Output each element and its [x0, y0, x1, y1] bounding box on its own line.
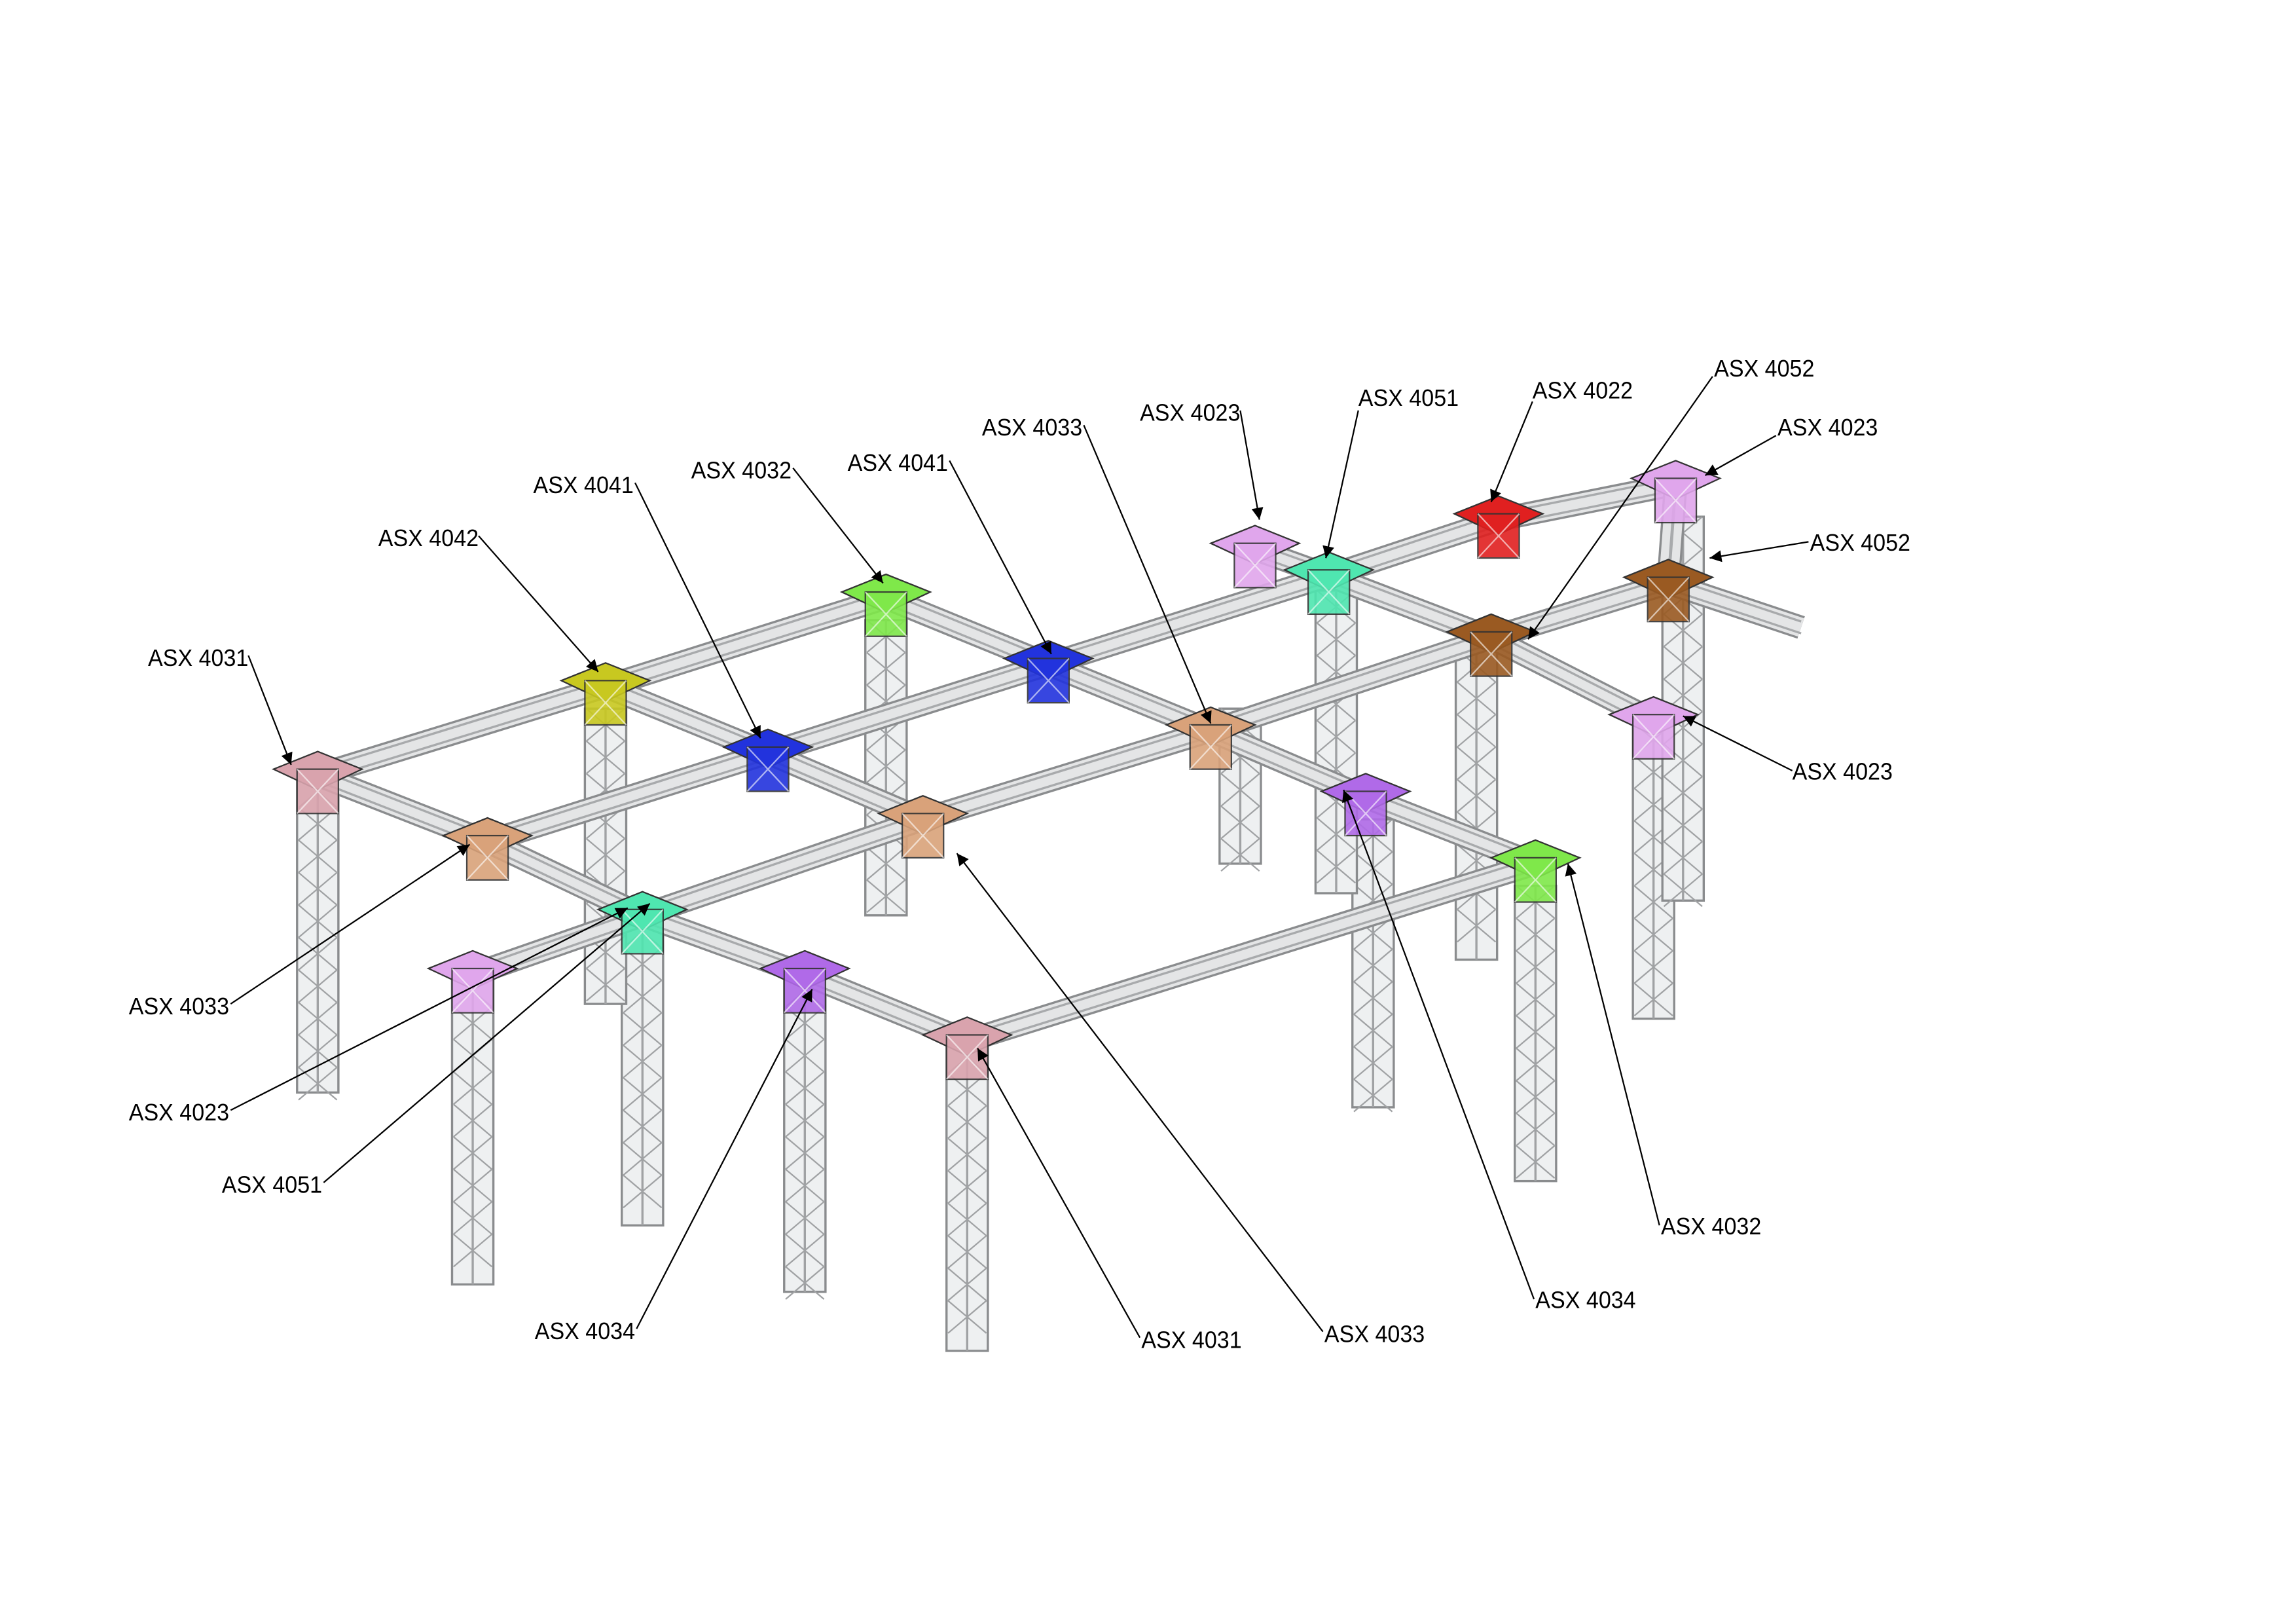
connector-asx-4041: [1002, 640, 1095, 704]
connector-asx-4033: [877, 794, 970, 859]
connector-asx-4051: [1283, 551, 1376, 616]
connector-asx-4031: [271, 750, 364, 815]
truss-leg: [296, 773, 340, 1101]
truss-beam: [314, 675, 610, 786]
leader-arrow: [1322, 410, 1359, 559]
connector-asx-4023: [1607, 695, 1700, 760]
leader-arrow: [634, 482, 761, 739]
truss-leg: [864, 619, 908, 917]
connector-asx-4032: [1489, 839, 1582, 903]
truss-beam: [764, 653, 1052, 765]
leader-arrow: [230, 843, 471, 1005]
part-label: ASX 4023: [1777, 414, 1878, 441]
truss-leg: [583, 707, 628, 1005]
connector-asx-4032: [839, 573, 932, 637]
leader-arrow: [478, 535, 599, 673]
leader-arrow: [1565, 863, 1660, 1226]
leader-arrow: [1709, 541, 1809, 563]
leader-arrow: [792, 467, 884, 584]
truss-beams: [313, 472, 1805, 1052]
part-label: ASX 4041: [848, 449, 948, 476]
part-label: ASX 4033: [1324, 1320, 1425, 1347]
connector-asx-4052: [1445, 613, 1538, 677]
truss-beam: [638, 808, 927, 927]
part-label: ASX 4051: [1358, 384, 1459, 411]
truss-beam: [1485, 627, 1659, 731]
truss-leg: [1514, 885, 1558, 1183]
leader-arrow: [230, 907, 629, 1111]
part-label: ASX 4042: [378, 525, 479, 551]
truss-connectors: [271, 460, 1722, 1080]
truss-beam: [1207, 626, 1495, 743]
part-label: ASX 4023: [1140, 399, 1240, 426]
truss-leg: [450, 973, 495, 1286]
truss-leg: [1314, 589, 1358, 895]
leader-arrow: [636, 989, 813, 1329]
part-label: ASX 4033: [982, 414, 1082, 441]
truss-beam: [1664, 572, 1805, 639]
part-label: ASX 4033: [129, 993, 229, 1020]
part-label: ASX 4052: [1714, 355, 1814, 382]
leader-arrow: [247, 655, 293, 766]
truss-leg: [783, 973, 827, 1300]
leader-arrow: [1683, 715, 1793, 771]
part-label: ASX 4051: [222, 1172, 322, 1198]
connector-asx-4042: [559, 662, 652, 726]
part-label: ASX 4034: [535, 1318, 635, 1344]
connector-asx-4023: [426, 950, 519, 1014]
connector-asx-4041: [721, 728, 814, 792]
leader-arrow: [1705, 435, 1777, 476]
part-label: ASX 4031: [148, 644, 248, 671]
connector-asx-4023: [1630, 460, 1722, 524]
part-label: ASX 4034: [1535, 1287, 1635, 1314]
part-label: ASX 4031: [1141, 1326, 1241, 1353]
leader-arrow: [1490, 401, 1533, 502]
connector-asx-4033: [441, 817, 534, 881]
part-label: ASX 4041: [533, 471, 633, 498]
part-label: ASX 4023: [129, 1099, 229, 1126]
connector-asx-4023: [1209, 525, 1302, 589]
leader-lines: [230, 376, 1809, 1338]
part-label: ASX 4023: [1793, 758, 1893, 784]
truss-beam: [1044, 564, 1333, 676]
part-label: ASX 4032: [1661, 1213, 1761, 1240]
leader-arrow: [977, 1048, 1141, 1338]
leader-arrow: [1239, 410, 1264, 520]
leader-arrow: [949, 460, 1052, 655]
connector-asx-4033: [1164, 706, 1257, 770]
truss-leg: [945, 1039, 989, 1352]
truss-leg: [1454, 648, 1499, 961]
part-label: ASX 4022: [1533, 377, 1633, 404]
connector-asx-4052: [1622, 559, 1715, 623]
truss-leg: [1351, 818, 1395, 1113]
connector-asx-4022: [1452, 495, 1545, 559]
leader-arrow: [323, 902, 651, 1183]
truss-beam: [484, 741, 772, 853]
part-label: ASX 4052: [1810, 529, 1910, 556]
leader-arrow: [1083, 424, 1212, 724]
truss-leg: [621, 914, 665, 1227]
leader-arrow: [956, 853, 1324, 1333]
truss-beam: [963, 852, 1539, 1052]
leader-arrow: [1342, 789, 1535, 1300]
truss-beam: [919, 719, 1214, 831]
truss-beam: [602, 586, 890, 698]
part-label: ASX 4032: [691, 456, 792, 483]
leader-arrow: [1527, 376, 1713, 640]
